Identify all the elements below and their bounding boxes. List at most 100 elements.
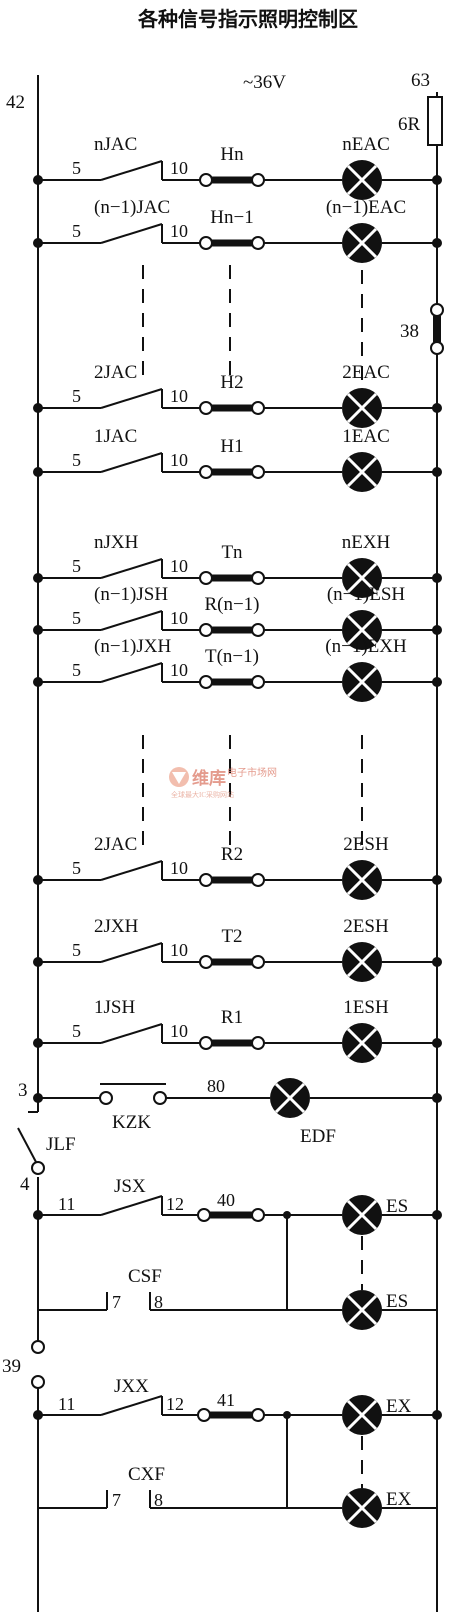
row-b1-element-label: R(n−1) [204,594,259,615]
row-b0-element-label: Tn [221,542,243,563]
row-b0-in-label: 5 [72,556,81,576]
csf-in-label: 7 [112,1292,121,1312]
watermark: 维库 电子市场网 全球最大IC采购网站 [169,766,277,799]
jsx-label: JSX [114,1176,146,1197]
edf-junction-right [432,1093,442,1103]
row-b0-contact-blade [100,558,163,579]
row-b5-lamp-label: 1ESH [343,997,389,1018]
row-b5-contact-blade [100,1023,163,1044]
row-b4-contact-label: 2JXH [94,916,139,937]
row-a2-lamp-cross-b [346,392,378,424]
element-40-label: 40 [217,1190,235,1210]
row-a0-element-label: Hn [220,144,244,165]
fuse-label: 6R [398,114,421,135]
node-3-label: 3 [18,1080,28,1101]
row-b3-element-label: R2 [221,844,243,865]
csf-label: CSF [128,1266,162,1287]
row-b0-element-right-terminal [251,571,265,585]
row-a2-in-label: 5 [72,386,81,406]
kzk-contact-left [99,1091,113,1105]
row-b5-element-label: R1 [221,1007,243,1028]
lamp-es-lower [342,1290,382,1330]
diagram-title: 各种信号指示照明控制区 [137,7,358,31]
row-b1-element-left-terminal [199,623,213,637]
cxf-label: CXF [128,1464,165,1485]
row-b3-contact-label: 2JAC [94,834,137,855]
row-a1-junction-right [432,238,442,248]
row-a0-element-right-terminal [251,173,265,187]
row-b5-junction-right [432,1038,442,1048]
watermark-brand: 维库 [192,768,226,788]
row-b2-junction-right [432,677,442,687]
row-a2-element-left-terminal [199,401,213,415]
row-a1-in-label: 5 [72,221,81,241]
row-b1-junction-right [432,625,442,635]
row-b0-lamp-label: nEXH [342,532,391,553]
row-a1-contact-label: (n−1)JAC [94,197,170,218]
row-b3-element-left-terminal [199,873,213,887]
node-4-label: 4 [20,1174,30,1195]
row-a2-element-right-terminal [251,401,265,415]
row-a1-lamp-label: (n−1)EAC [326,197,406,218]
node-38-bottom [430,341,444,355]
row-a3-in-label: 5 [72,450,81,470]
row-b5-in-label: 5 [72,1021,81,1041]
row-a2-element-label: H2 [220,372,243,393]
row-a0-junction-right [432,175,442,185]
ex-junction-right [432,1410,442,1420]
row-b4-out-label: 10 [170,940,188,960]
row-a1-out-label: 10 [170,221,188,241]
row-b4-in-label: 5 [72,940,81,960]
fuse-6r [427,96,443,146]
row-b2-contact-label: (n−1)JXH [94,636,171,657]
es-junction-right [432,1210,442,1220]
row-b4-lamp-label: 2ESH [343,916,389,937]
row-a3-element-left-terminal [199,465,213,479]
row-a0-lamp-cross-b [346,164,378,196]
left-bus-label: 42 [6,92,25,113]
row-b2-lamp-cross-b [346,666,378,698]
row-a1-element-label: Hn−1 [210,207,253,228]
row-b1-out-label: 10 [170,608,188,628]
row-b2-contact-blade [100,662,163,683]
row-b4-element-label: T2 [221,926,242,947]
row-b2-out-label: 10 [170,660,188,680]
row-b4-element-left-terminal [199,955,213,969]
jlf-blade [17,1127,37,1163]
row-a3-junction-right [432,467,442,477]
row-a3-contact-label: 1JAC [94,426,137,447]
row-b0-out-label: 10 [170,556,188,576]
csf-out-label: 8 [154,1292,163,1312]
jxx-in-label: 11 [58,1394,75,1414]
row-a3-lamp-cross-b [346,456,378,488]
row-a0-out-label: 10 [170,158,188,178]
row-b5-lamp-cross-b [346,1027,378,1059]
kzk-label: KZK [112,1112,151,1133]
right-bus-label: 63 [411,70,430,91]
row-b0-contact-label: nJXH [94,532,139,553]
row-a1-contact-blade [100,223,163,244]
node-38-label: 38 [400,321,419,342]
node-39-bottom [31,1375,45,1389]
jxx-contact-blade [100,1395,163,1416]
row-b3-lamp-label: 2ESH [343,834,389,855]
node-80-label: 80 [207,1076,225,1096]
row-a2-out-label: 10 [170,386,188,406]
element-40-left [197,1208,211,1222]
row-a2-contact-label: 2JAC [94,362,137,383]
row-a3-element-label: H1 [220,436,243,457]
row-b2-element-left-terminal [199,675,213,689]
row-b4-junction-right [432,957,442,967]
row-b1-in-label: 5 [72,608,81,628]
node-39-label: 39 [2,1356,21,1377]
row-b1-lamp-cross-b [346,614,378,646]
es-lower-label: ES [386,1291,408,1312]
watermark-line2: 全球最大IC采购网站 [171,790,234,799]
element-41-right [251,1408,265,1422]
jlf-label: JLF [46,1134,76,1155]
jxx-label: JXX [114,1376,149,1397]
jsx-out-label: 12 [166,1194,184,1214]
row-a0-lamp-label: nEAC [342,134,390,155]
row-b0-element-left-terminal [199,571,213,585]
